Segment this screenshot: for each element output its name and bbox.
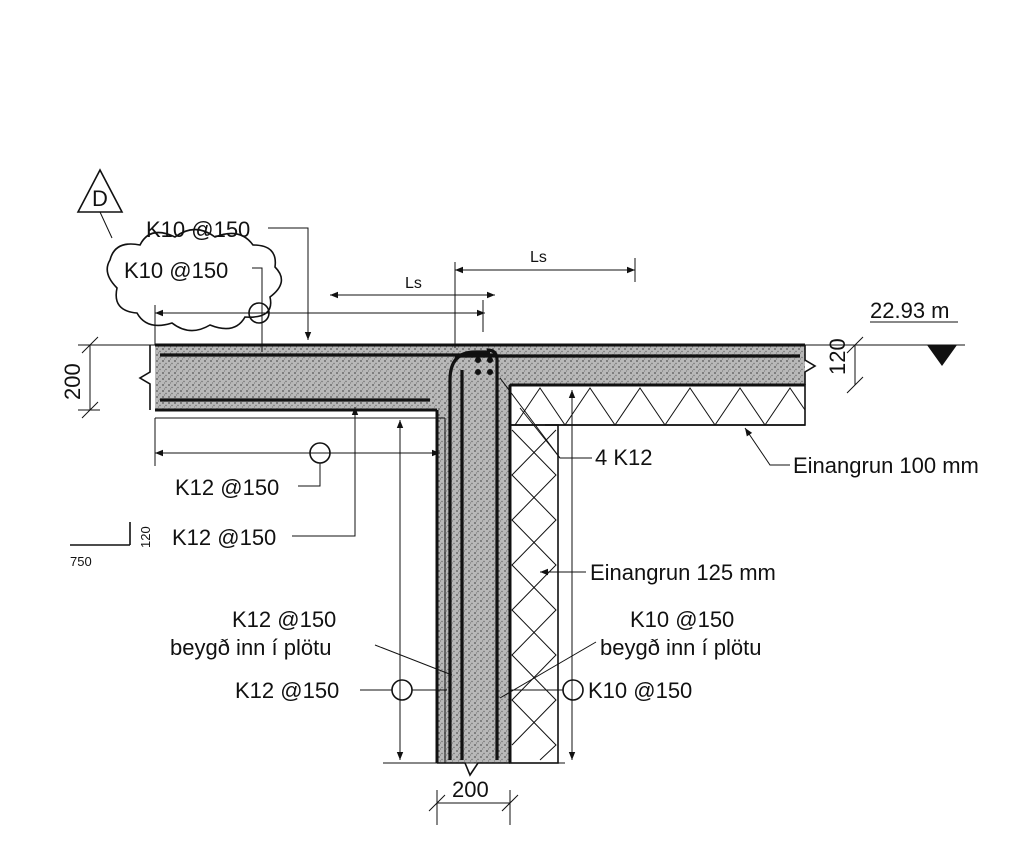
label-outer-bent-rebar: K10 @150 (630, 607, 734, 632)
label-slab-thickness-left: 200 (60, 363, 85, 400)
label-hook-length: 750 (70, 554, 92, 569)
elevation-marker-icon (927, 345, 957, 366)
label-inner-wall-rebar: K12 @150 (235, 678, 339, 703)
label-slab-thickness-right: 120 (825, 338, 850, 375)
label-corner-bars: 4 K12 (595, 445, 653, 470)
label-outer-wall-rebar: K10 @150 (588, 678, 692, 703)
revision-mark: D (92, 186, 108, 211)
wall-section (437, 345, 510, 763)
label-inner-bent-rebar: K12 @150 (232, 607, 336, 632)
revision-cloud: D (76, 168, 283, 332)
label-top-rebar-2: K10 @150 (124, 258, 228, 283)
label-bottom-rebar-1: K12 @150 (175, 475, 279, 500)
label-hook-height: 120 (138, 526, 153, 548)
break-line-bottom (437, 762, 510, 777)
label-lap-left: Ls (405, 275, 422, 292)
roof-insulation (509, 384, 806, 426)
label-elevation: 22.93 m (870, 298, 950, 323)
reinforcement (160, 348, 800, 760)
label-bottom-rebar-2: K12 @150 (172, 525, 276, 550)
wall-insulation (509, 424, 559, 764)
bar-marker-inner-wall (391, 679, 413, 701)
label-wall-insulation: Einangrun 125 mm (590, 560, 776, 585)
break-line-right (804, 345, 817, 385)
label-roof-insulation: Einangrun 100 mm (793, 453, 979, 478)
break-line-left (138, 345, 151, 410)
right-slab (510, 345, 805, 385)
bar-marker-outer-wall (562, 679, 584, 701)
label-lap-right: Ls (530, 249, 547, 266)
label-outer-bent-note: beygð inn í plötu (600, 635, 761, 660)
label-inner-bent-note: beygð inn í plötu (170, 635, 331, 660)
label-top-rebar-1: K10 @150 (146, 217, 250, 242)
label-wall-thickness: 200 (452, 777, 489, 802)
bar-marker-top (248, 302, 270, 324)
